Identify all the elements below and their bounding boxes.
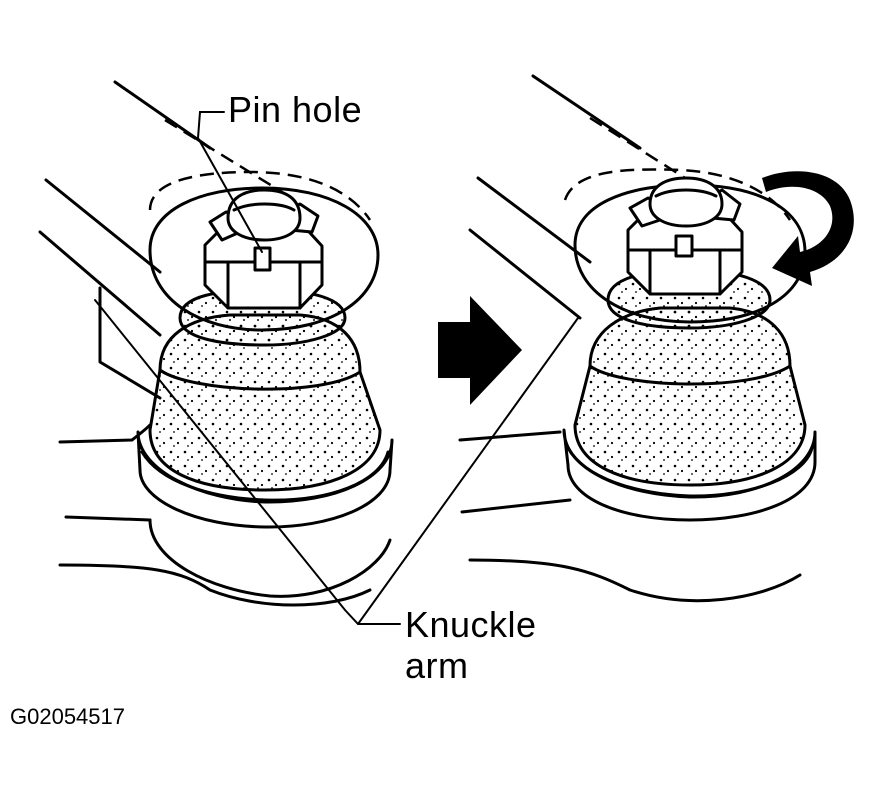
knuckle-arm-label-line2: arm <box>405 645 469 686</box>
right-ball-joint-assembly <box>458 74 817 603</box>
pin-hole-label: Pin hole <box>228 89 363 130</box>
figure-code: G02054517 <box>10 704 125 729</box>
clockwise-arrow-icon <box>762 171 854 286</box>
castle-nut-left <box>203 188 324 310</box>
knuckle-arm-label-line1: Knuckle <box>405 604 537 645</box>
left-ball-joint-assembly <box>38 80 394 607</box>
knuckle-arm-leader-line <box>94 299 579 625</box>
castle-nut-right <box>626 176 744 296</box>
right-arrow-icon <box>438 296 522 405</box>
pin-hole-leader-line <box>196 111 263 253</box>
